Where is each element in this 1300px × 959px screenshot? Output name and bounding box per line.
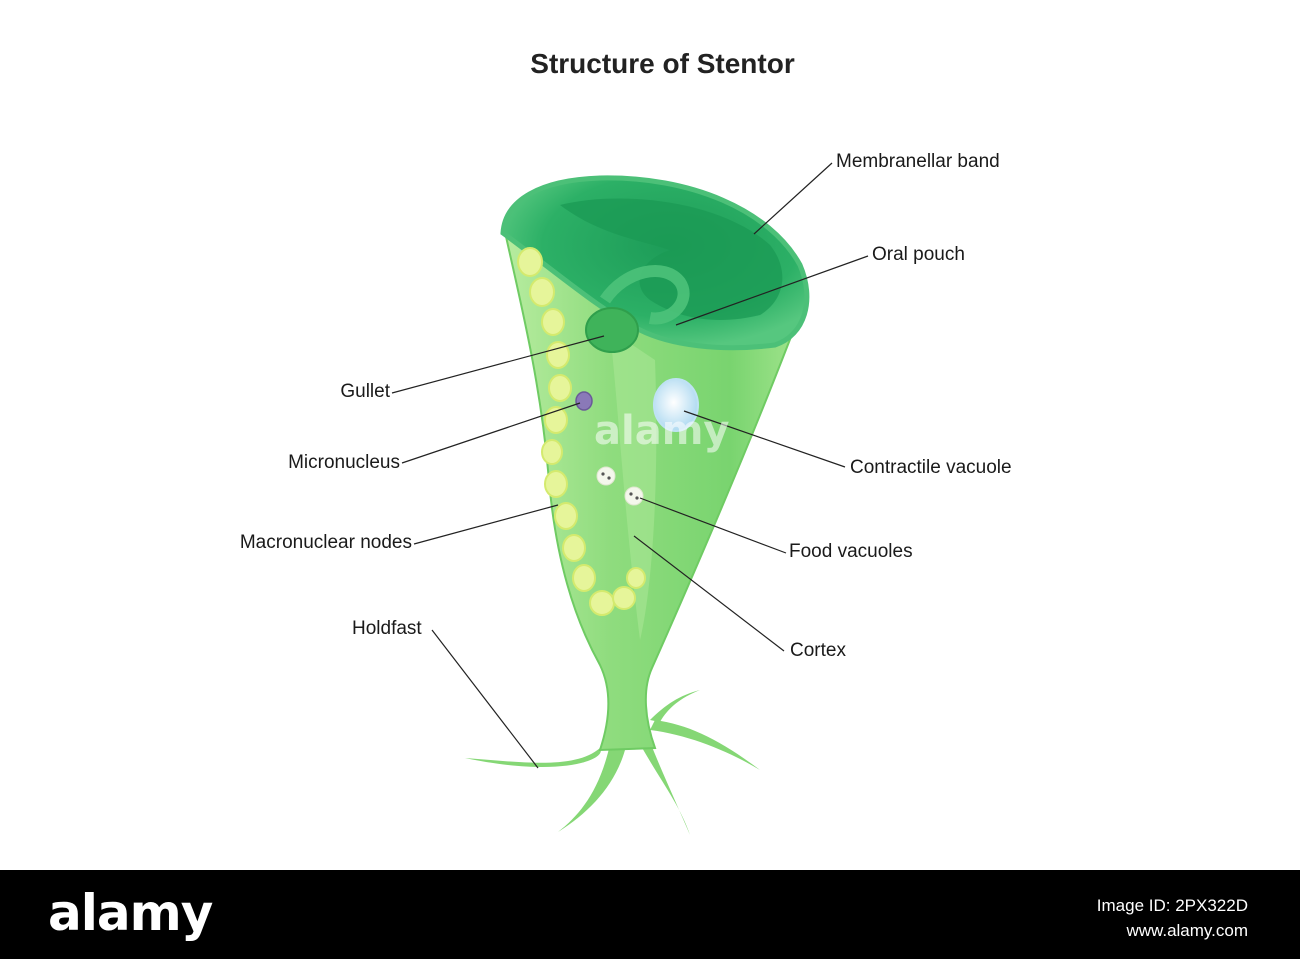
footer-bar: alamy Image ID: 2PX322D www.alamy.com — [0, 870, 1300, 959]
diagram-title: Structure of Stentor — [530, 48, 795, 79]
label-micronucleus: Micronucleus — [288, 452, 400, 473]
leader-contractile-vacuole — [683, 410, 846, 468]
leader-macronuclear-nodes — [413, 504, 559, 545]
leader-membranellar-band — [753, 162, 833, 235]
peristome-inner — [560, 198, 783, 320]
leader-food-vacuoles — [639, 497, 787, 554]
holdfast-shape — [465, 690, 760, 835]
label-gullet: Gullet — [340, 381, 390, 402]
leader-lines — [391, 162, 869, 769]
leader-gullet — [391, 335, 605, 394]
image-id-block: Image ID: 2PX322D www.alamy.com — [1097, 894, 1248, 943]
leader-oral-pouch — [675, 255, 869, 326]
label-contractile-vacuole: Contractile vacuole — [850, 457, 1012, 478]
oral-pouch-spiral — [600, 265, 690, 325]
micronucleus-shape — [575, 391, 593, 411]
gullet-shape — [585, 307, 639, 353]
leader-micronucleus — [401, 402, 581, 464]
label-macronuclear-nodes: Macronuclear nodes — [239, 532, 412, 553]
label-holdfast: Holdfast — [352, 618, 422, 639]
leader-cortex — [633, 535, 785, 652]
label-membranellar-band: Membranellar band — [836, 151, 1000, 172]
image-url: www.alamy.com — [1126, 920, 1248, 940]
label-oral-pouch: Oral pouch — [872, 244, 965, 265]
cortex-shading — [610, 330, 657, 640]
stentor-illustration — [391, 162, 869, 835]
stentor-diagram: Structure of Stentor Membranellar band O… — [239, 48, 1012, 835]
image-id-label: Image ID: 2PX322D — [1096, 896, 1248, 915]
leader-holdfast — [431, 629, 539, 769]
label-food-vacuoles: Food vacuoles — [789, 541, 913, 562]
footer-logo: alamy — [48, 884, 213, 942]
label-cortex: Cortex — [790, 640, 846, 661]
contractile-vacuole-shape — [653, 378, 699, 432]
food-vacuoles-shape — [596, 466, 644, 506]
macronuclear-nodes-shape — [517, 247, 646, 616]
